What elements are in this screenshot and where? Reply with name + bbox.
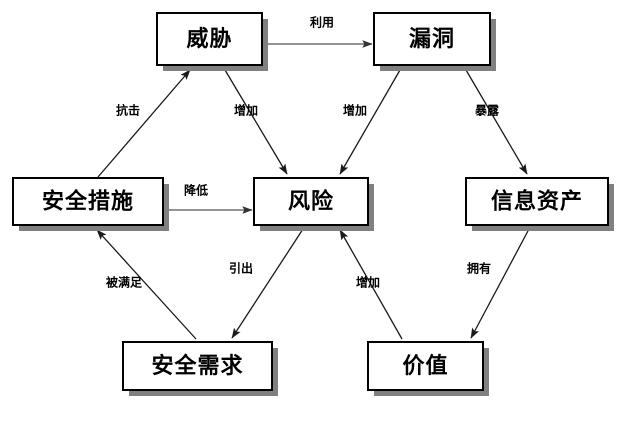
edge-label-zengjia-vuln-risk: 增加 xyxy=(343,103,367,118)
node-layer: 威胁 漏洞 安全措施 风险 信息资产 xyxy=(12,12,614,396)
node-vulnerability[interactable]: 漏洞 xyxy=(373,12,496,71)
node-asset-label: 信息资产 xyxy=(491,189,583,215)
node-asset[interactable]: 信息资产 xyxy=(465,177,614,231)
edge-label-kangji: 抗击 xyxy=(116,103,140,118)
edge-label-zengjia-value-risk: 增加 xyxy=(356,275,380,290)
node-threat[interactable]: 威胁 xyxy=(156,12,268,71)
edge-value-risk xyxy=(339,229,403,340)
edge-risk-requirement xyxy=(231,228,304,339)
edge-label-zengjia-threat-risk: 增加 xyxy=(234,103,258,118)
node-value-label: 价值 xyxy=(402,353,448,379)
node-value[interactable]: 价值 xyxy=(367,341,489,396)
node-requirement-label: 安全需求 xyxy=(151,353,243,379)
edge-label-yinchu: 引出 xyxy=(229,261,253,276)
edge-threat-risk xyxy=(224,69,288,175)
edge-asset-value xyxy=(470,228,530,339)
node-threat-label: 威胁 xyxy=(186,26,232,52)
edge-label-jiangdi: 降低 xyxy=(184,183,208,198)
edge-label-liyong: 利用 xyxy=(310,15,334,30)
edge-label-layer: 利用 抗击 增加 增加 暴露 降低 被满足 引出 增加 拥有 xyxy=(106,15,500,290)
node-safeguard-label: 安全措施 xyxy=(42,189,134,215)
node-requirement[interactable]: 安全需求 xyxy=(122,341,278,396)
node-risk-label: 风险 xyxy=(288,189,334,215)
edge-label-baolu: 暴露 xyxy=(474,104,500,118)
edge-label-beimanzu: 被满足 xyxy=(106,275,142,290)
edge-vulnerability-risk xyxy=(339,69,401,175)
edge-label-yongyou: 拥有 xyxy=(467,261,491,276)
edge-vulnerability-asset xyxy=(465,69,528,175)
edge-layer xyxy=(96,40,530,340)
edge-requirement-safeguard xyxy=(96,229,197,340)
edge-safeguard-threat xyxy=(97,69,191,178)
node-risk[interactable]: 风险 xyxy=(253,177,374,231)
node-vulnerability-label: 漏洞 xyxy=(409,26,455,52)
node-safeguard[interactable]: 安全措施 xyxy=(12,177,169,231)
